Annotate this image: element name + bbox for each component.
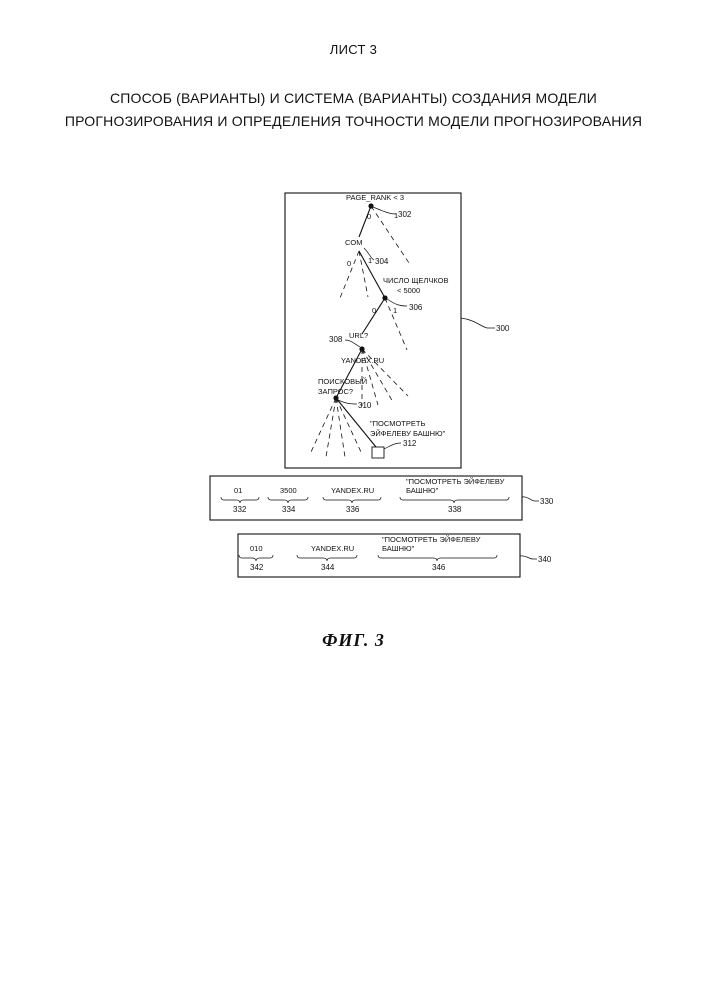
box2-value-010: 010 <box>250 544 263 553</box>
ref-330: 330 <box>540 497 554 506</box>
ref-332: 332 <box>233 505 247 514</box>
node-306 <box>382 295 387 300</box>
ref-306: 306 <box>409 303 423 312</box>
node-label-clicks-2: < 5000 <box>397 286 420 295</box>
brace-344 <box>297 555 357 561</box>
node-label-leaf-2: ЭЙФЕЛЕВУ БАШНЮ" <box>370 429 446 438</box>
box2-value-yandex: YANDEX.RU <box>311 544 354 553</box>
leader-306 <box>387 299 407 306</box>
node-label-query-2: ЗАПРОС? <box>318 387 353 396</box>
box1-value-3500: 3500 <box>280 486 297 495</box>
ref-346: 346 <box>432 563 446 572</box>
box1-value-query-1: "ПОСМОТРЕТЬ ЭЙФЕЛЕВУ <box>406 477 505 486</box>
brace-332 <box>221 497 259 503</box>
node-label-url: URL? <box>349 331 368 340</box>
ref-344: 344 <box>321 563 335 572</box>
ref-336: 336 <box>346 505 360 514</box>
ref-308: 308 <box>329 335 343 344</box>
node-label-page-rank: PAGE_RANK < 3 <box>346 193 404 202</box>
branch-label-1: 1 <box>393 306 397 315</box>
leader-330 <box>522 497 539 501</box>
box1-value-query-2: БАШНЮ" <box>406 486 439 495</box>
box2-value-query-2: БАШНЮ" <box>382 544 415 553</box>
brace-334 <box>268 497 308 503</box>
brace-338 <box>400 497 509 503</box>
ref-340: 340 <box>538 555 552 564</box>
branch-label-0: 0 <box>367 212 371 221</box>
node-310 <box>333 395 338 400</box>
node-label-yandex: YANDEX.RU <box>341 356 384 365</box>
node-label-query-1: ПОИСКОВЫЙ <box>318 377 367 386</box>
leader-300 <box>461 318 495 328</box>
branch-label-0: 0 <box>372 306 376 315</box>
edge-306-308 <box>362 298 385 334</box>
node-302 <box>368 203 373 208</box>
ref-300: 300 <box>496 324 510 333</box>
brace-336 <box>323 497 381 503</box>
ref-342: 342 <box>250 563 264 572</box>
leader-340 <box>520 556 537 559</box>
node-label-com: COM <box>345 238 363 247</box>
branch-label-0: 0 <box>347 259 351 268</box>
ref-334: 334 <box>282 505 296 514</box>
leader-308 <box>345 340 360 347</box>
ref-304: 304 <box>375 257 389 266</box>
ref-302: 302 <box>398 210 412 219</box>
box1-value-01: 01 <box>234 486 242 495</box>
node-label-leaf-1: "ПОСМОТРЕТЬ <box>370 419 425 428</box>
node-label-clicks-1: ЧИСЛО ЩЕЛЧКОВ <box>383 276 448 285</box>
leader-302 <box>373 207 396 214</box>
box2-value-query-1: "ПОСМОТРЕТЬ ЭЙФЕЛЕВУ <box>382 535 481 544</box>
leaf-node-312 <box>372 447 384 458</box>
leader-312 <box>384 443 401 449</box>
node-308 <box>359 346 364 351</box>
ref-312: 312 <box>403 439 417 448</box>
ref-310: 310 <box>358 401 372 410</box>
brace-342 <box>239 555 273 561</box>
figure-caption: ФИГ. 3 <box>0 630 707 651</box>
ref-338: 338 <box>448 505 462 514</box>
box1-value-yandex: YANDEX.RU <box>331 486 374 495</box>
brace-346 <box>378 555 497 561</box>
edge-302-304 <box>359 206 371 237</box>
